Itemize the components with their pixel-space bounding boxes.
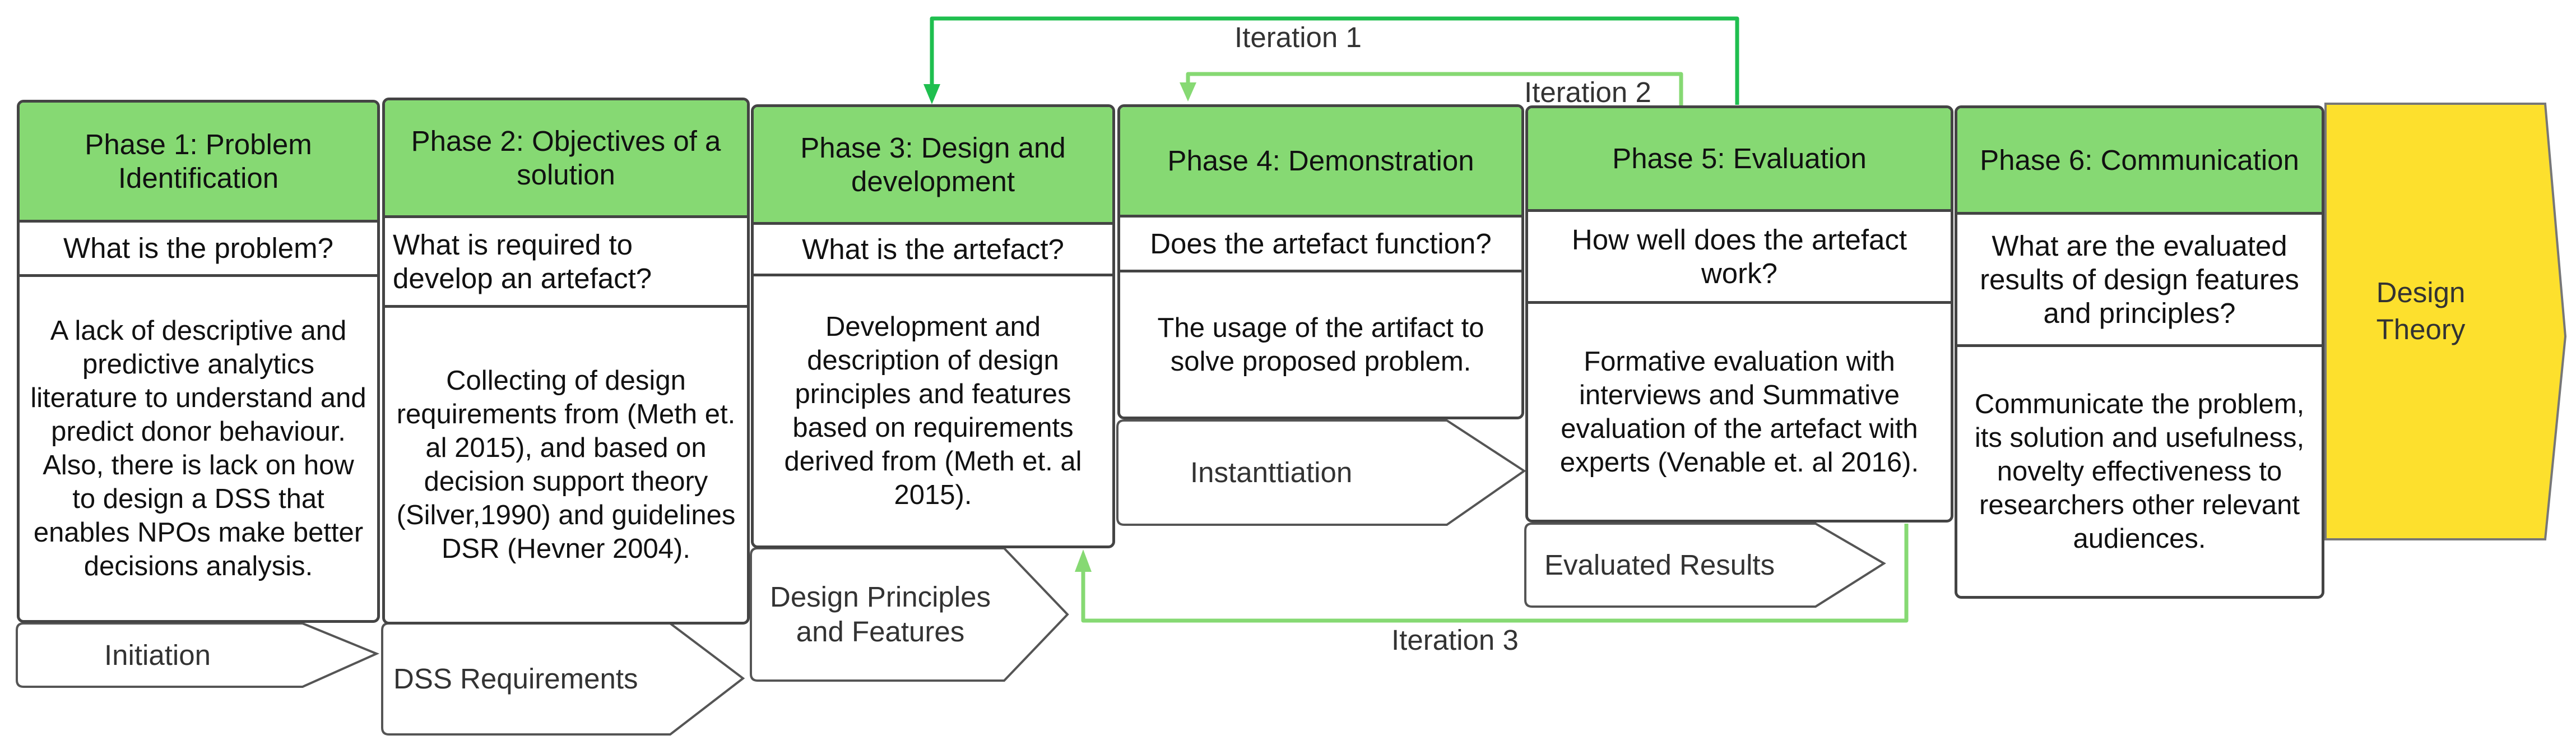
iteration-1-arrow [930, 16, 1739, 105]
phase-2-title: Phase 2: Objectives of a solution [385, 100, 747, 218]
phase-1-title: Phase 1: Problem Identification [20, 103, 377, 223]
phase-6-box: Phase 6: Communication What are the eval… [1955, 105, 2324, 599]
phase-2-output: DSS Requirements [393, 663, 638, 695]
phase-6-description: Communicate the problem, its solution an… [1974, 389, 2305, 554]
phase-3-question: What is the artefact? [754, 225, 1112, 276]
design-theory-shape [2324, 103, 2567, 540]
output-arrow-shape-2 [381, 622, 745, 736]
phase-3-description: Development and description of design pr… [784, 312, 1082, 510]
phase-4-title: Phase 4: Demonstration [1120, 107, 1521, 218]
output-arrow-shape-5 [1524, 523, 1886, 608]
iteration-1-arrowhead [923, 84, 940, 104]
phase-1-output: Initiation [104, 639, 211, 671]
design-theory-label: Design Theory [2376, 276, 2466, 345]
phase-4-question: Does the artefact function? [1120, 218, 1521, 272]
phase-3-box: Phase 3: Design and development What is … [751, 104, 1115, 548]
iteration-3-arrowhead [1075, 549, 1092, 572]
phase-1-question: What is the problem? [20, 223, 377, 277]
phase-5-description: Formative evaluation with interviews and… [1559, 346, 1919, 478]
iteration-2-arrowhead [1180, 82, 1196, 101]
phase-4-description: The usage of the artifact to solve propo… [1157, 312, 1484, 377]
phase-6-question: What are the evaluated results of design… [1957, 215, 2322, 347]
iteration-2-label: Iteration 2 [1524, 76, 1651, 108]
phase-2-question: What is required to develop an artefact? [385, 218, 747, 308]
iteration-3-arrow [1081, 524, 1909, 623]
phase-4-box: Phase 4: Demonstration Does the artefact… [1117, 104, 1524, 419]
iteration-1-label: Iteration 1 [1234, 21, 1362, 53]
iteration-3-label: Iteration 3 [1391, 624, 1519, 656]
phase-2-description: Collecting of design requirements from (… [396, 366, 736, 564]
phase-3-output: Design Principles and Features [769, 581, 991, 648]
output-arrow-shape-4 [1116, 419, 1526, 526]
phase-1-box: Phase 1: Problem Identification What is … [17, 100, 380, 623]
phase-4-output: Instanttiation [1190, 456, 1353, 488]
phase-5-box: Phase 5: Evaluation How well does the ar… [1525, 105, 1953, 523]
phase-3-title: Phase 3: Design and development [754, 107, 1112, 225]
phase-2-box: Phase 2: Objectives of a solution What i… [382, 98, 750, 625]
output-arrow-shape-1 [16, 622, 380, 688]
phase-5-output: Evaluated Results [1544, 549, 1775, 581]
phase-6-title: Phase 6: Communication [1957, 108, 2322, 215]
output-arrow-shape-3 [750, 547, 1069, 682]
phase-1-description: A lack of descriptive and predictive ana… [30, 316, 366, 581]
phase-5-title: Phase 5: Evaluation [1528, 108, 1951, 212]
phase-5-question: How well does the artefact work? [1528, 212, 1951, 304]
